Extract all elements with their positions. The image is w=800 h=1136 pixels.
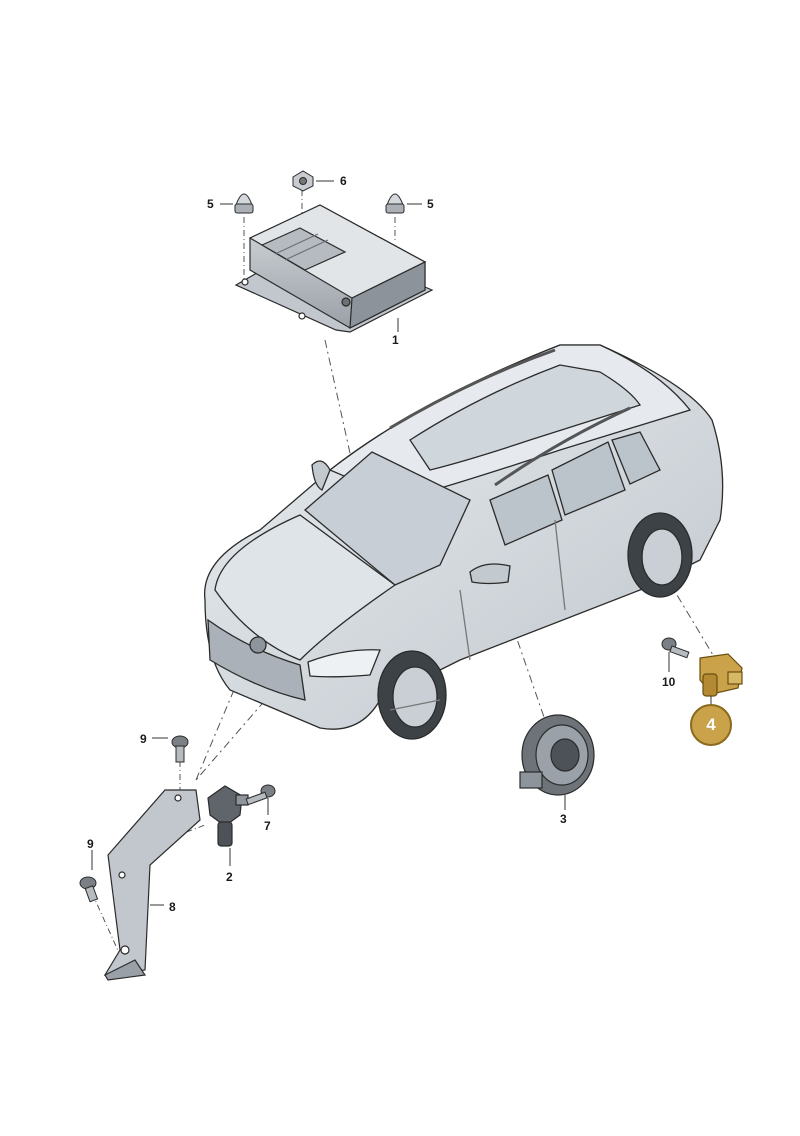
callout-screw-10: 10 <box>662 675 676 689</box>
callout-speaker-sensor: 3 <box>560 812 567 826</box>
callout-screw-9-bottom: 9 <box>87 837 94 851</box>
callout-control-unit: 1 <box>392 333 399 347</box>
callout-selected-sensor-badge[interactable]: 4 <box>690 704 732 746</box>
callout-nut-center: 6 <box>340 174 347 188</box>
nut-left <box>234 193 254 214</box>
screw-9-top <box>171 735 189 763</box>
callout-sensor-front: 2 <box>226 870 233 884</box>
vehicle-body <box>203 344 724 740</box>
callout-ticks <box>91 180 712 906</box>
sensor-front <box>207 785 249 847</box>
screw-7 <box>245 784 276 806</box>
screw-9-bottom <box>79 876 99 903</box>
screw-10 <box>661 637 690 659</box>
airbag-control-unit <box>234 204 434 333</box>
callout-bracket: 8 <box>169 900 176 914</box>
bracket <box>103 789 201 981</box>
nut-center <box>292 170 314 192</box>
callout-nut-left: 5 <box>207 197 214 211</box>
sensor-round <box>519 714 595 796</box>
sensor-selected <box>699 653 743 697</box>
callout-nut-right: 5 <box>427 197 434 211</box>
callout-screw-9-top: 9 <box>140 732 147 746</box>
nut-right <box>385 193 405 214</box>
callout-screw-7: 7 <box>264 819 271 833</box>
